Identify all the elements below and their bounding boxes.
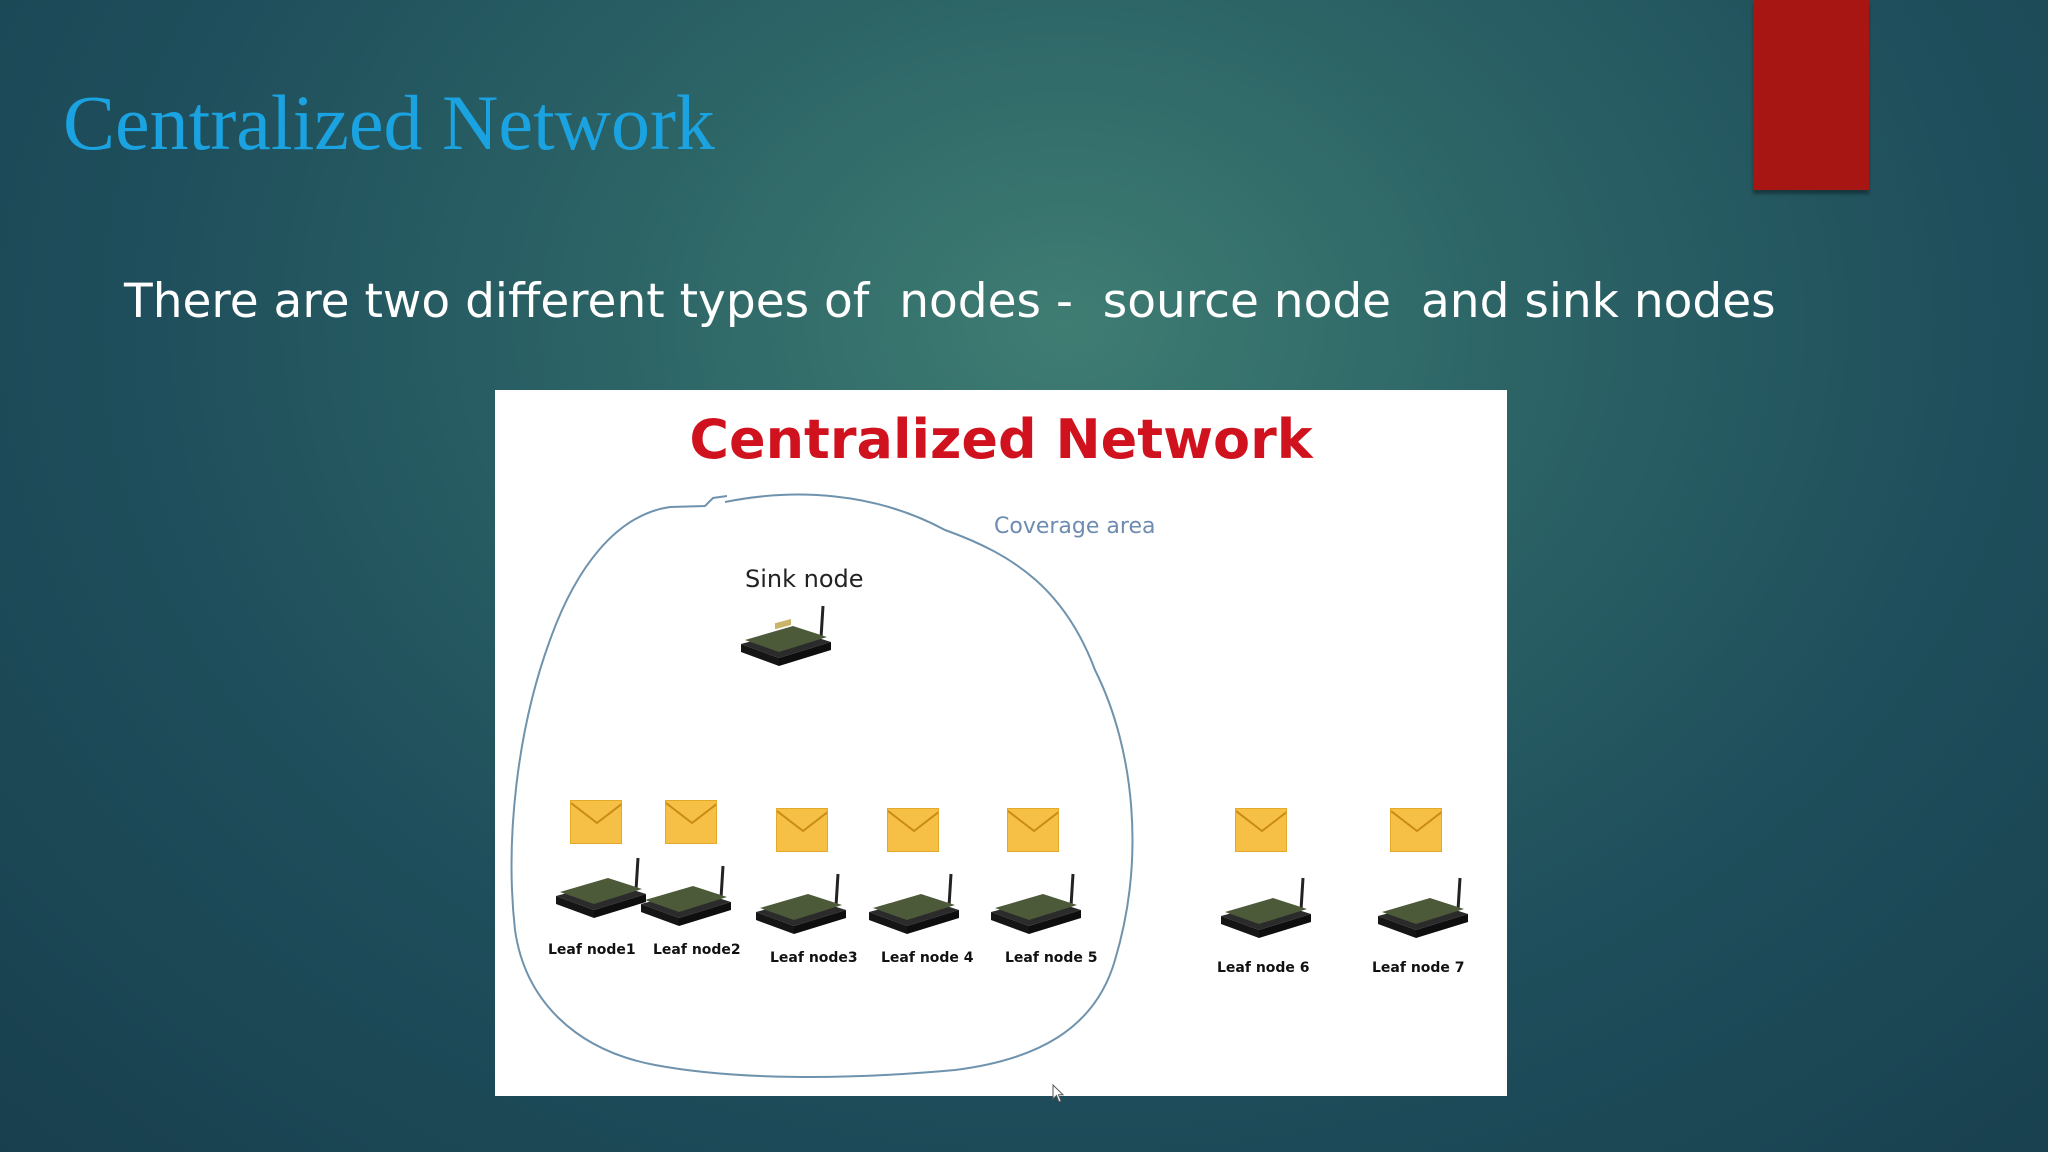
sensor-board-icon xyxy=(869,873,959,934)
envelope-icon xyxy=(776,808,828,852)
sensor-board-icon xyxy=(1378,877,1468,938)
coverage-area-label: Coverage area xyxy=(994,514,1156,539)
leaf-node: Leaf node2 xyxy=(635,800,745,990)
leaf-node: Leaf node 5 xyxy=(985,808,1098,998)
accent-tab xyxy=(1753,0,1869,190)
sensor-board-icon xyxy=(991,873,1081,934)
bullet-text: There are two different types of nodes -… xyxy=(124,274,1776,329)
leaf-node-label: Leaf node 6 xyxy=(1217,960,1310,976)
envelope-icon xyxy=(665,800,717,844)
envelope-icon xyxy=(1007,808,1059,852)
leaf-node: Leaf node1 xyxy=(540,800,650,990)
sink-node-sensor-board-icon xyxy=(741,605,831,666)
envelope-icon xyxy=(887,808,939,852)
envelope-icon xyxy=(1390,808,1442,852)
leaf-node: Leaf node 7 xyxy=(1372,808,1500,998)
slide-title: Centralized Network xyxy=(63,79,715,166)
mouse-cursor-icon xyxy=(1052,1084,1065,1103)
envelope-icon xyxy=(1235,808,1287,852)
coverage-boundary xyxy=(510,493,1134,1078)
sensor-board-icon xyxy=(756,873,846,934)
leaf-node: Leaf node3 xyxy=(750,808,860,998)
leaf-node: Leaf node 6 xyxy=(1217,808,1345,998)
network-diagram: Centralized Network Coverage area Sink n… xyxy=(495,390,1507,1103)
leaf-node: Leaf node 4 xyxy=(863,808,974,998)
leaf-node-label: Leaf node 4 xyxy=(881,950,974,966)
leaf-node-label: Leaf node3 xyxy=(770,950,858,966)
leaf-node-label: Leaf node1 xyxy=(548,942,636,958)
sensor-board-icon xyxy=(1221,877,1311,938)
diagram-title: Centralized Network xyxy=(689,408,1313,471)
sink-node-label: Sink node xyxy=(745,565,864,593)
sensor-board-icon xyxy=(556,857,646,918)
leaf-node-label: Leaf node 5 xyxy=(1005,950,1098,966)
sensor-board-icon xyxy=(641,865,731,926)
leaf-node-label: Leaf node 7 xyxy=(1372,960,1465,976)
envelope-icon xyxy=(570,800,622,844)
leaf-node-label: Leaf node2 xyxy=(653,942,741,958)
